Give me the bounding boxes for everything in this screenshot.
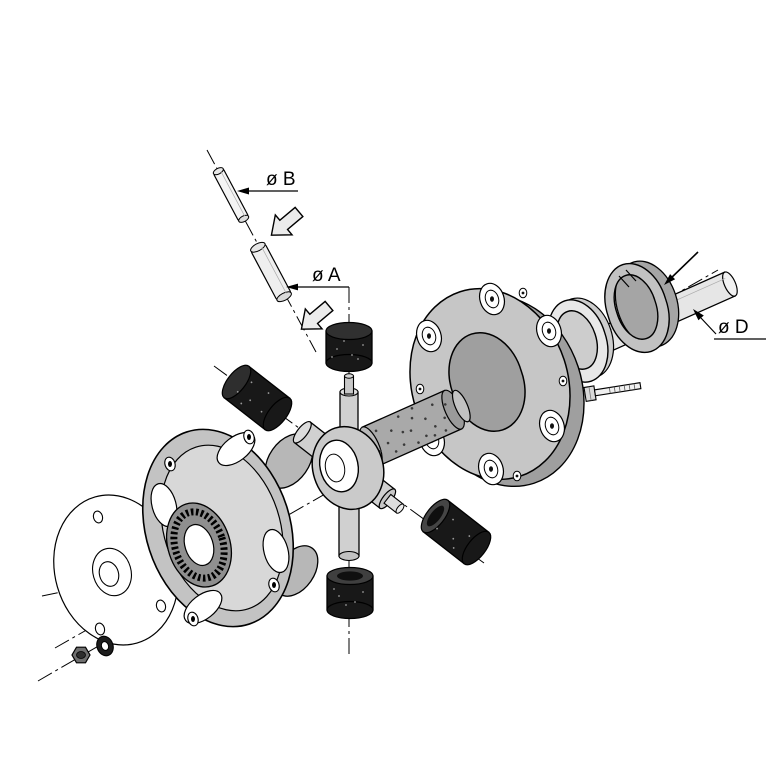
insertion-arrow-upper-icon [270, 206, 304, 236]
pin-b [212, 167, 250, 223]
collar-slot-line [625, 269, 637, 282]
label-dia-b: ø B [266, 169, 296, 190]
journal-cross [292, 373, 405, 562]
assembly-direction-arrow-icon [664, 251, 699, 285]
flange-yoke [141, 428, 319, 628]
label-dia-a: ø A [312, 265, 341, 286]
leader-arrowhead-d-icon [693, 309, 704, 321]
yoke-splined-hub [166, 502, 232, 588]
leader-arrowhead-b-icon [237, 187, 249, 195]
insertion-arrow-lower-icon [300, 300, 334, 330]
knurl-texture [374, 403, 448, 453]
bearing-cup-right [420, 498, 492, 566]
clamp-collar [604, 260, 680, 354]
leader-arrowhead-a-icon [286, 283, 298, 291]
cross-grease-fitting [343, 375, 355, 395]
bearing-cup-left [221, 364, 293, 432]
yoke-bolt-holes [164, 429, 280, 627]
washer [96, 635, 114, 657]
label-dia-b-group: ø B [237, 169, 298, 195]
disc-bolt-holes [415, 287, 568, 482]
clamp-bolt [583, 382, 642, 402]
bearing-cup-bottom [326, 566, 374, 620]
collar-slot-line [618, 275, 630, 288]
label-dia-a-group: ø A [286, 265, 349, 291]
hex-nut [71, 646, 91, 664]
bearing-cup-top [325, 321, 373, 373]
label-dia-d: ø D [718, 317, 749, 338]
pin-a [250, 241, 292, 303]
cross-center-bore [318, 439, 360, 493]
label-dia-d-group: ø D [693, 309, 766, 340]
